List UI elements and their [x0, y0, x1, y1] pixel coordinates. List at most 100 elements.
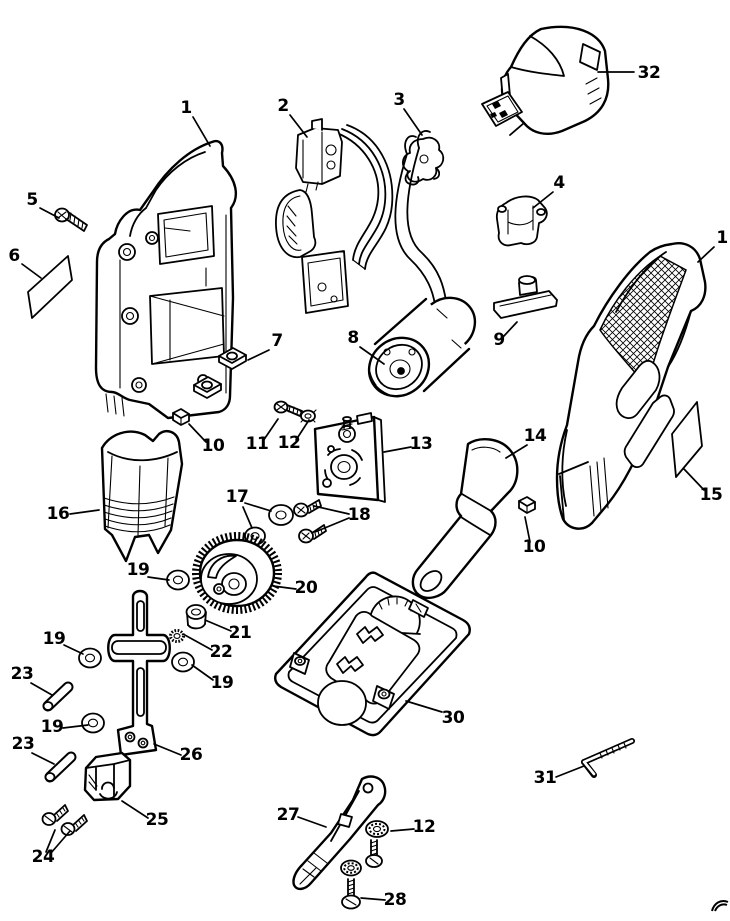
callout-part-22: 22	[210, 642, 233, 662]
leader-line-part-21	[204, 619, 232, 632]
callout-part-25: 25	[146, 810, 169, 830]
part-screws-24	[41, 804, 88, 836]
part-label-6	[27, 255, 73, 319]
leader-line-part-17	[242, 506, 253, 529]
leader-line-part-9	[502, 321, 518, 338]
leader-line-part-13	[383, 446, 412, 453]
part-washers-19	[78, 569, 195, 734]
callout-part-20: 20	[295, 578, 318, 598]
callout-part-19: 19	[211, 673, 234, 693]
leader-line-part-23	[31, 752, 55, 765]
part-base-plate	[273, 571, 471, 737]
callout-part-1: 1	[180, 98, 191, 118]
leader-line-part-11	[262, 418, 279, 442]
part-pins	[42, 681, 77, 783]
callout-part-14: 14	[524, 426, 547, 446]
part-screws-18	[293, 499, 327, 544]
leader-line-part-6	[21, 263, 42, 279]
part-screw-5	[54, 207, 88, 232]
callout-part-31: 31	[534, 768, 557, 788]
callout-part-23: 23	[12, 734, 35, 754]
part-brush-holder	[495, 195, 548, 247]
leader-line-part-30	[405, 700, 443, 713]
leader-line-part-31	[555, 765, 585, 778]
leader-line-part-2	[289, 114, 308, 138]
leader-line-part-14	[505, 444, 528, 459]
leader-line-part-10	[524, 516, 531, 543]
callout-part-21: 21	[229, 623, 252, 643]
leader-line-part-20	[272, 585, 297, 590]
part-slide-button	[493, 275, 558, 319]
part-square-nuts	[193, 347, 247, 399]
part-nut-22	[169, 629, 185, 643]
callout-part-30: 30	[442, 708, 465, 728]
leader-line-part-16	[69, 509, 100, 515]
leader-line-part-19	[63, 644, 84, 655]
part-dust-nozzle	[411, 438, 519, 600]
leader-line-part-3	[403, 108, 423, 136]
leader-line-part-18	[313, 505, 350, 515]
callout-part-26: 26	[180, 745, 203, 765]
callout-part-19: 19	[43, 629, 66, 649]
callout-part-9: 9	[493, 330, 504, 350]
callout-part-24: 24	[32, 847, 55, 867]
callout-part-27: 27	[277, 805, 300, 825]
leader-line-part-17	[244, 502, 272, 512]
leader-line-part-10	[188, 423, 207, 443]
callout-part-28: 28	[384, 890, 407, 910]
callout-part-19: 19	[127, 560, 150, 580]
leader-line-part-24	[50, 830, 71, 854]
leader-line-part-4	[532, 191, 554, 209]
leader-line-part-22	[182, 633, 213, 651]
callout-part-2: 2	[277, 96, 288, 116]
callout-part-8: 8	[347, 328, 358, 348]
part-battery-pack	[481, 25, 610, 136]
leader-line-part-28	[360, 897, 386, 901]
leader-line-part-12	[295, 419, 310, 441]
part-dust-bowl	[100, 430, 184, 563]
part-spacer-block-left	[172, 408, 190, 426]
part-bushing	[185, 604, 207, 630]
part-blade-support-bar	[107, 589, 171, 757]
part-housing-right	[555, 242, 707, 530]
callout-part-7: 7	[271, 331, 282, 351]
callout-part-13: 13	[410, 434, 433, 454]
leader-line-part-25	[121, 800, 149, 819]
leader-line-part-12	[390, 828, 415, 832]
part-gear-bracket	[313, 412, 386, 503]
part-gear	[192, 532, 282, 614]
callout-part-32: 32	[638, 63, 661, 83]
leader-line-part-24	[45, 829, 56, 853]
leader-line-part-19	[147, 576, 170, 581]
part-label-15	[671, 401, 703, 478]
leader-line-part-19	[191, 664, 214, 681]
callout-part-3: 3	[393, 90, 404, 110]
leader-line-part-27	[297, 816, 327, 828]
callout-part-6: 6	[8, 246, 19, 266]
leader-line-part-5	[39, 207, 60, 219]
callout-part-17: 17	[226, 487, 249, 507]
callout-part-16: 16	[47, 504, 70, 524]
callout-part-18: 18	[348, 505, 371, 525]
part-spacer-block-right	[518, 496, 536, 514]
leader-line-part-1	[192, 116, 211, 147]
leader-line-part-1	[697, 246, 715, 263]
part-housing-left	[94, 139, 238, 420]
leader-line-part-7	[247, 349, 270, 361]
part-washers-17	[244, 504, 294, 546]
leader-line-part-23	[30, 682, 53, 696]
part-screw-11	[273, 400, 303, 417]
part-blade-clamp	[83, 751, 132, 802]
part-lock-nut-12b	[365, 820, 389, 838]
part-screw-28	[340, 859, 362, 910]
leader-line-part-8	[359, 346, 385, 365]
part-switch-assembly	[275, 118, 394, 314]
callout-part-10: 10	[202, 436, 225, 456]
callout-part-12: 12	[413, 817, 436, 837]
leader-line-part-18	[314, 517, 350, 533]
part-hex-key	[581, 738, 635, 778]
leader-line-part-26	[153, 743, 182, 756]
